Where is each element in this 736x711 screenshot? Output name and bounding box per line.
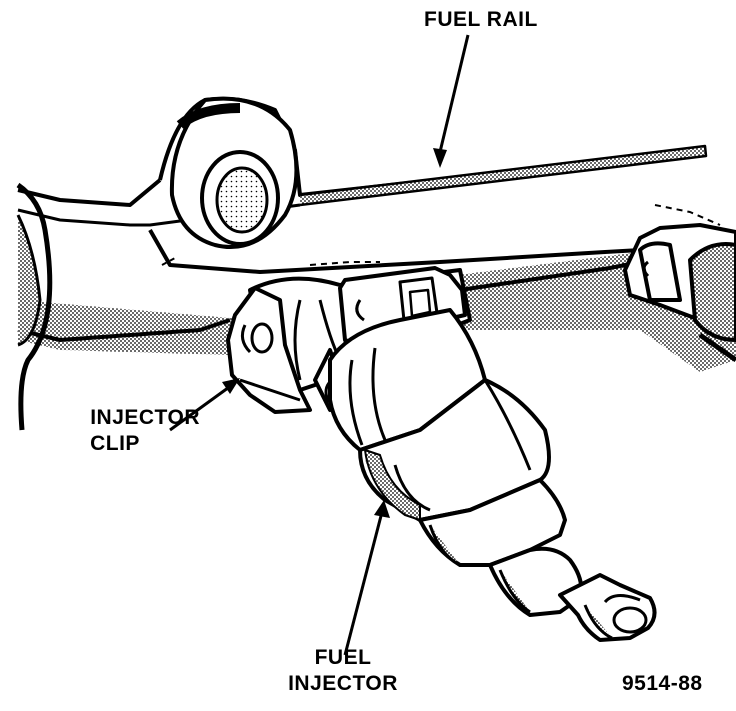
second-injector-cup xyxy=(623,204,736,363)
injector-clip-label-line1: INJECTOR xyxy=(90,406,200,429)
fuel-injector-label-line2: INJECTOR xyxy=(288,672,398,695)
figure-number: 9514-88 xyxy=(622,672,703,695)
injector-clip-label-line2: CLIP xyxy=(90,432,140,455)
fuel-injector-label-line1: FUEL xyxy=(314,646,372,669)
fuel-rail-label: FUEL RAIL xyxy=(424,8,538,31)
leader-lines xyxy=(169,34,470,656)
fuel-injector xyxy=(328,308,657,642)
fuel-rail xyxy=(16,96,736,431)
